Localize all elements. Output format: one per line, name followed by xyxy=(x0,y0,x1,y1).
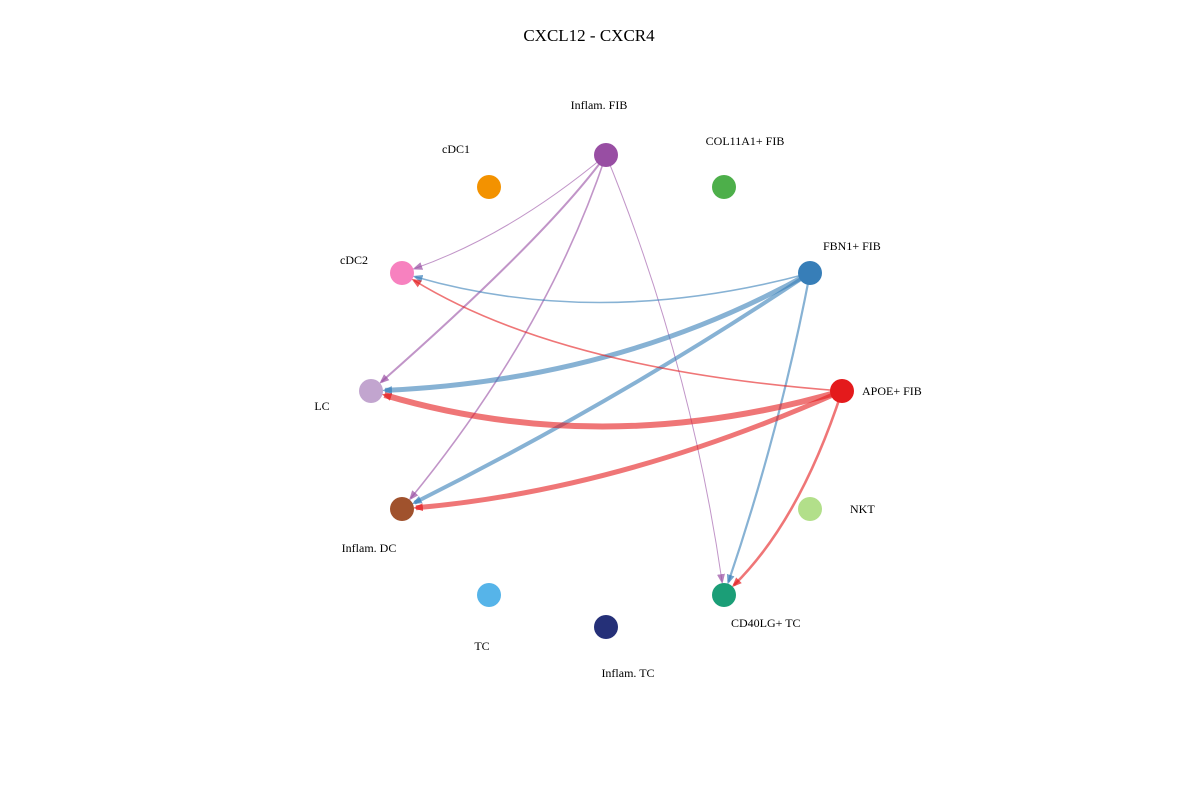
edge-inflam_fib-to-inflam_dc xyxy=(408,154,607,501)
edge-apoe_fib-to-inflam_dc xyxy=(412,388,844,512)
node-label-tc: TC xyxy=(474,639,489,653)
edge-apoe_fib-to-lc xyxy=(381,388,843,430)
edge-fbn1_fib-to-cd40lg_tc xyxy=(726,272,812,585)
node-label-inflam_fib: Inflam. FIB xyxy=(571,98,628,112)
node-label-col11a1_fib: COL11A1+ FIB xyxy=(706,134,785,148)
edge-apoe_fib-to-cd40lg_tc xyxy=(731,390,844,588)
edge-inflam_fib-to-lc xyxy=(379,154,607,384)
node-col11a1_fib xyxy=(712,175,736,199)
node-label-lc: LC xyxy=(314,399,329,413)
node-tc xyxy=(477,583,501,607)
chart-title: CXCL12 - CXCR4 xyxy=(523,26,655,45)
node-label-cdc1: cDC1 xyxy=(442,142,470,156)
node-label-apoe_fib: APOE+ FIB xyxy=(862,384,922,398)
edge-fbn1_fib-to-lc xyxy=(381,270,812,395)
node-label-nkt: NKT xyxy=(850,502,875,516)
node-label-inflam_tc: Inflam. TC xyxy=(601,666,654,680)
node-label-inflam_dc: Inflam. DC xyxy=(342,541,397,555)
node-label-fbn1_fib: FBN1+ FIB xyxy=(823,239,881,253)
edge-inflam_fib-to-cd40lg_tc xyxy=(605,154,725,585)
node-cdc2 xyxy=(390,261,414,285)
node-lc xyxy=(359,379,383,403)
labels-layer: Inflam. FIB COL11A1+ FIB FBN1+ FIB APOE+ FI… xyxy=(314,98,921,680)
edge-apoe_fib-to-cdc2 xyxy=(411,278,843,392)
node-apoe_fib xyxy=(830,379,854,403)
node-inflam_dc xyxy=(390,497,414,521)
edge-inflam_fib-to-cdc2 xyxy=(412,154,607,270)
node-fbn1_fib xyxy=(798,261,822,285)
node-inflam_fib xyxy=(594,143,618,167)
node-label-cdc2: cDC2 xyxy=(340,253,368,267)
node-nkt xyxy=(798,497,822,521)
node-cdc1 xyxy=(477,175,501,199)
node-inflam_tc xyxy=(594,615,618,639)
edge-fbn1_fib-to-inflam_dc xyxy=(411,271,812,505)
node-cd40lg_tc xyxy=(712,583,736,607)
edge-fbn1_fib-to-cdc2 xyxy=(412,272,811,304)
node-label-cd40lg_tc: CD40LG+ TC xyxy=(731,616,801,630)
nodes-layer xyxy=(359,143,854,639)
edges-layer xyxy=(379,154,844,588)
